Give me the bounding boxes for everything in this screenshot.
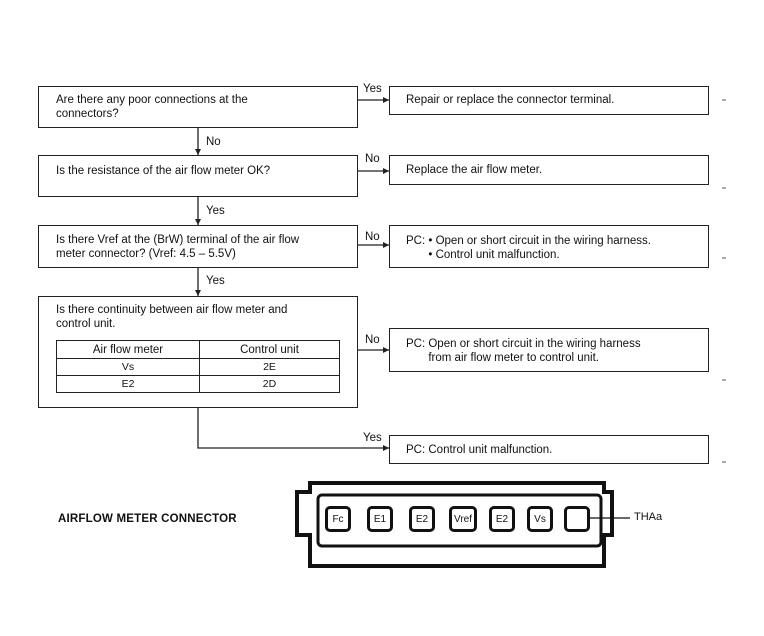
table-row: E2 2D <box>56 375 340 393</box>
answer-box-2: Replace the air flow meter. <box>389 155 709 185</box>
answer-3-text: PC: • Open or short circuit in the wirin… <box>406 235 651 261</box>
connector-pin: Fc <box>325 506 351 532</box>
connector-pin: E2 <box>489 506 515 532</box>
connector-pin: E1 <box>367 506 393 532</box>
answer-5-text: PC: Control unit malfunction. <box>406 444 553 456</box>
question-2-text: Is the resistance of the air flow meter … <box>56 165 271 177</box>
q2-yes-label: Yes <box>206 205 225 217</box>
table-cell: 2E <box>199 358 340 376</box>
q3-yes-label: Yes <box>206 275 225 287</box>
question-3-text: Is there Vref at the (BrW) terminal of t… <box>56 234 300 260</box>
q1-yes-label: Yes <box>363 83 382 95</box>
answer-2-text: Replace the air flow meter. <box>406 164 543 176</box>
table-header-air-flow-meter: Air flow meter <box>56 340 200 359</box>
question-box-1: Are there any poor connections at the co… <box>38 86 358 128</box>
table-cell: 2D <box>199 375 340 393</box>
question-box-2: Is the resistance of the air flow meter … <box>38 155 358 197</box>
q4-yes-label: Yes <box>363 432 382 444</box>
connector-pin: Vs <box>527 506 553 532</box>
answer-box-1: Repair or replace the connector terminal… <box>389 86 709 115</box>
answer-box-3: PC: • Open or short circuit in the wirin… <box>389 225 709 268</box>
table-cell: E2 <box>56 375 200 393</box>
q4-no-label: No <box>365 334 380 346</box>
q2-no-label: No <box>365 153 380 165</box>
answer-box-5: PC: Control unit malfunction. <box>389 435 709 464</box>
question-1-text: Are there any poor connections at the co… <box>56 94 248 120</box>
answer-box-4: PC: Open or short circuit in the wiring … <box>389 328 709 372</box>
connector-title: AIRFLOW METER CONNECTOR <box>58 513 237 525</box>
q3-no-label: No <box>365 231 380 243</box>
connector-pin: E2 <box>409 506 435 532</box>
table-row: Vs 2E <box>56 358 340 376</box>
connector-pin: Vref <box>449 506 477 532</box>
connector-callout: THAa <box>634 511 663 523</box>
table-cell: Vs <box>56 358 200 376</box>
connector-pin <box>564 506 590 532</box>
answer-4-text: PC: Open or short circuit in the wiring … <box>406 338 641 364</box>
question-4-text: Is there continuity between air flow met… <box>56 304 288 330</box>
question-box-3: Is there Vref at the (BrW) terminal of t… <box>38 225 358 268</box>
table-header-control-unit: Control unit <box>199 340 340 359</box>
answer-1-text: Repair or replace the connector terminal… <box>406 94 615 106</box>
continuity-table: Air flow meter Control unit Vs 2E E2 2D <box>56 340 340 393</box>
q1-no-label: No <box>206 136 221 148</box>
